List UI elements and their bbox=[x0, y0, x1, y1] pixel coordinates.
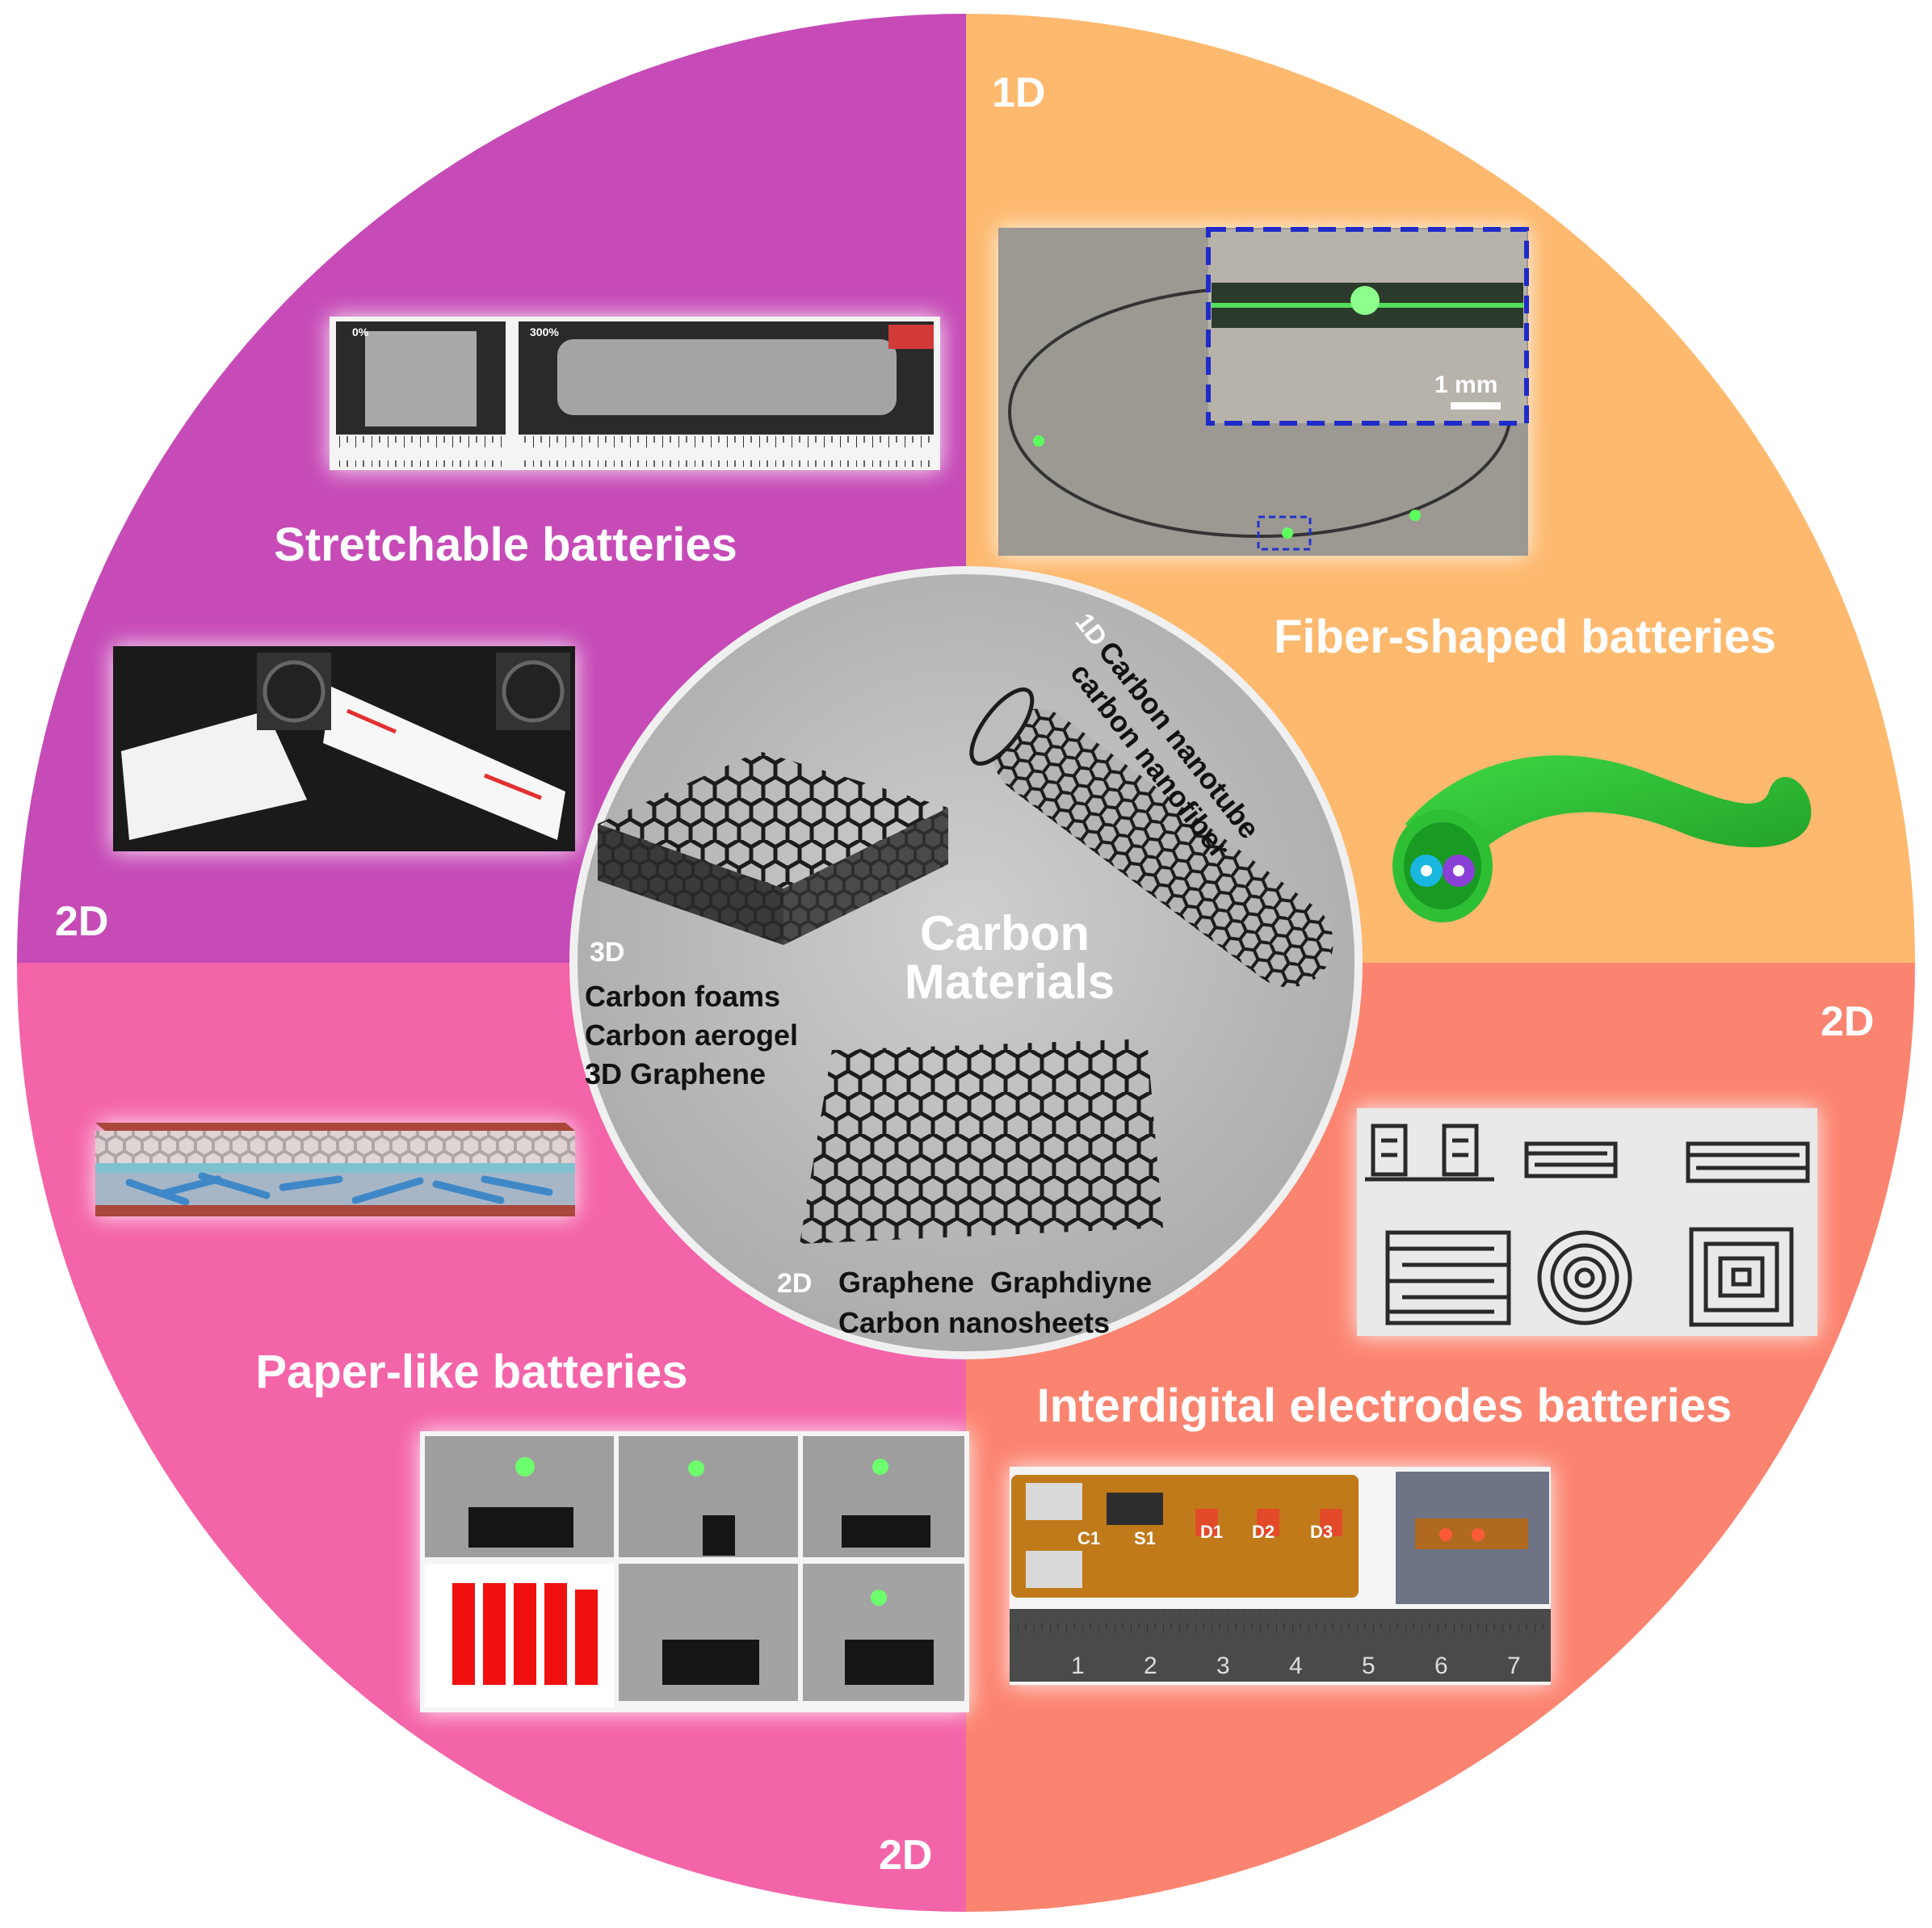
ruler-number: 4 bbox=[1289, 1653, 1303, 1679]
electrode-patterns-photo bbox=[1357, 1108, 1817, 1336]
nanotube-icon bbox=[969, 687, 1334, 988]
ruler-number: 6 bbox=[1434, 1653, 1448, 1679]
graphene-sheet-icon bbox=[800, 1039, 1163, 1244]
three-d-dim: 3D bbox=[590, 937, 624, 968]
paper-dim: 2D bbox=[879, 1832, 932, 1879]
board-label-d1: D1 bbox=[1200, 1522, 1223, 1542]
center-title-line2: Materials bbox=[905, 955, 1115, 1009]
board-label-d3: D3 bbox=[1310, 1522, 1333, 1542]
ruler-numbers: 1 2 3 4 5 6 7 bbox=[1071, 1653, 1521, 1679]
ruler-number: 3 bbox=[1216, 1653, 1230, 1679]
fiber-battery-icon bbox=[1392, 755, 1812, 922]
ruler-number: 5 bbox=[1362, 1653, 1376, 1679]
honeycomb-3d-icon bbox=[598, 751, 948, 945]
two-d-line2: Carbon nanosheets bbox=[838, 1306, 1110, 1339]
three-d-item-1: Carbon aerogel bbox=[585, 1019, 798, 1052]
stretch-label-300: 300% bbox=[530, 326, 559, 338]
fiber-dim: 1D bbox=[992, 69, 1045, 116]
interdigital-dim: 2D bbox=[1821, 998, 1874, 1045]
paper-bar bbox=[544, 1583, 567, 1685]
circuit-photo: C1 S1 D1 D2 D3 1 2 3 4 5 6 7 bbox=[1010, 1467, 1551, 1685]
stretch-label-0: 0% bbox=[352, 326, 369, 338]
paper-bar bbox=[452, 1583, 475, 1685]
fiber-title: Fiber-shaped batteries bbox=[1274, 611, 1776, 663]
fiber-scale-label: 1 mm bbox=[1434, 372, 1497, 398]
paper-bar-chart bbox=[452, 1583, 598, 1685]
fiber-photo: 1 mm bbox=[998, 227, 1529, 556]
ruler-number: 1 bbox=[1071, 1653, 1085, 1679]
board-label-s1: S1 bbox=[1134, 1528, 1156, 1548]
ruler-number: 2 bbox=[1144, 1653, 1157, 1679]
interdigital-title: Interdigital electrodes batteries bbox=[1037, 1380, 1732, 1432]
center-title-line1: Carbon bbox=[920, 906, 1090, 960]
three-d-item-0: Carbon foams bbox=[585, 980, 780, 1013]
paper-bar bbox=[483, 1583, 506, 1685]
board-label-d2: D2 bbox=[1252, 1522, 1275, 1542]
fold-test-photo bbox=[420, 1431, 969, 1712]
three-d-item-2: 3D Graphene bbox=[585, 1057, 766, 1090]
paper-bar bbox=[514, 1583, 536, 1685]
stretchable-dim: 2D bbox=[55, 898, 108, 945]
two-d-dim: 2D bbox=[777, 1268, 812, 1299]
paper-title: Paper-like batteries bbox=[255, 1346, 687, 1398]
ruler-number: 7 bbox=[1507, 1653, 1521, 1679]
paper-bar bbox=[575, 1590, 598, 1685]
board-label-c1: C1 bbox=[1077, 1528, 1100, 1548]
two-d-line1: Graphene Graphdiyne bbox=[838, 1266, 1152, 1299]
paper-layer-illustration bbox=[95, 1123, 575, 1216]
stretch-photo: 0% 300% bbox=[330, 317, 940, 470]
stretchable-title: Stretchable batteries bbox=[274, 519, 737, 571]
wearable-photo bbox=[113, 646, 575, 851]
